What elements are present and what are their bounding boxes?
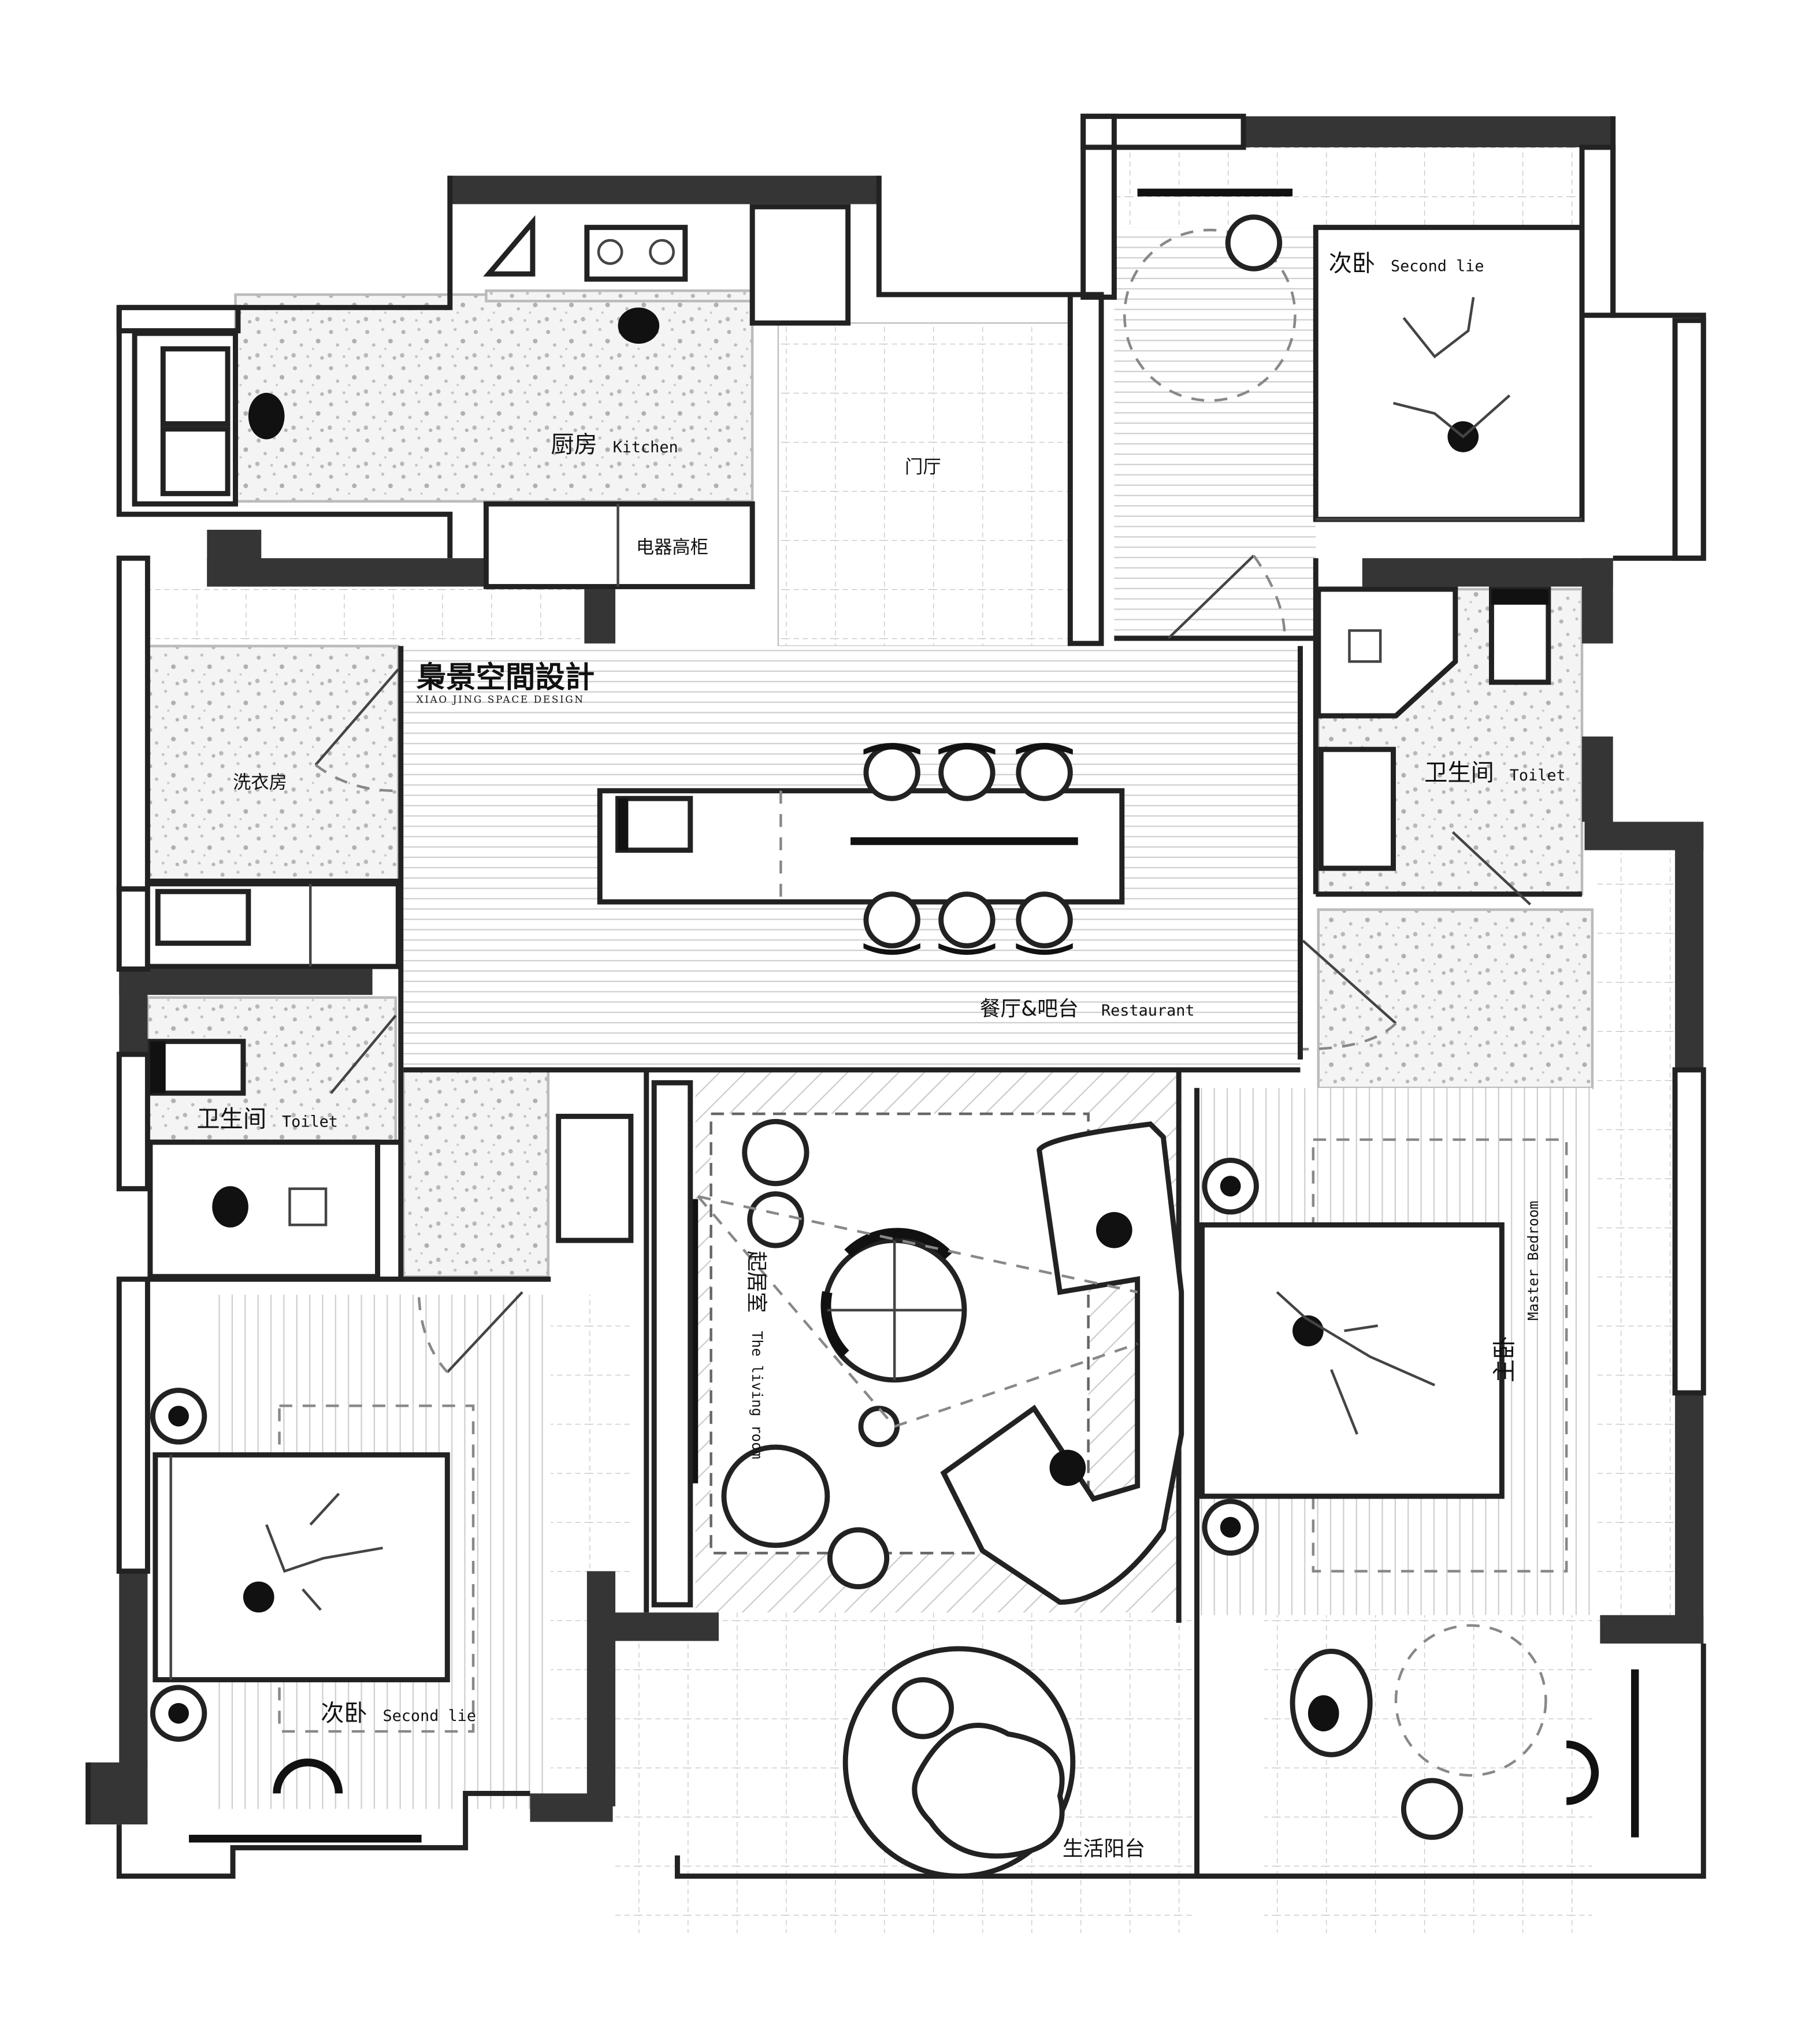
kitchen-floor <box>234 293 754 503</box>
laundry-floor <box>146 645 400 883</box>
master-hall-floor <box>1317 908 1594 1090</box>
person-icon <box>248 392 285 440</box>
master-bedroom-label: 主卧 <box>1491 1336 1518 1383</box>
bar-sink-icon <box>615 795 693 853</box>
side-table-icon <box>1401 1778 1464 1840</box>
toilet-left-label-en: Toilet <box>282 1113 338 1131</box>
side-table-icon <box>858 1406 900 1447</box>
corridor-floor <box>402 1068 549 1278</box>
stool-icon <box>1016 744 1073 801</box>
restaurant-label: 餐厅&吧台 <box>980 997 1079 1021</box>
toilet-left-label: 卫生间 <box>196 1106 266 1132</box>
pouf-icon <box>892 1677 954 1739</box>
ottoman-icon <box>747 1191 804 1248</box>
second-bedroom-bottom-label-en: Second lie <box>382 1707 476 1725</box>
laundry-sink-icon <box>155 889 251 946</box>
top-bedroom-furniture <box>1123 188 1585 640</box>
stool-icon <box>863 891 920 949</box>
entrance-label: 门厅 <box>905 457 941 478</box>
round-rug <box>1123 228 1297 402</box>
ottoman-icon <box>742 1118 809 1187</box>
toilet-right-vanity <box>1318 746 1396 871</box>
living-room-label: 起居室 <box>745 1251 768 1313</box>
stool-icon <box>938 891 996 949</box>
corner-cabinet <box>483 215 536 277</box>
person-icon <box>1049 1449 1086 1486</box>
balcony-label: 生活阳台 <box>1063 1837 1145 1861</box>
restaurant-label-en: Restaurant <box>1101 1002 1195 1020</box>
wall-shelf <box>188 1834 422 1843</box>
person-icon <box>212 1186 248 1228</box>
entrance-floor <box>777 322 1071 647</box>
chair-icon <box>1225 214 1283 272</box>
bottom-bedroom-furniture <box>150 1291 523 1843</box>
lounge-chair <box>721 1444 830 1548</box>
person-icon <box>618 307 660 344</box>
kitchen-fixtures <box>132 204 851 589</box>
wall-shelf <box>1631 1669 1639 1838</box>
second-bedroom-top-label-en: Second lie <box>1391 258 1484 276</box>
person-icon <box>1308 1695 1339 1732</box>
appliance-cabinet-label: 电器高柜 <box>636 537 708 557</box>
floor-drain-icon <box>1348 629 1382 663</box>
kitchen-label-en: Kitchen <box>613 438 678 456</box>
balcony-furniture <box>842 1646 1076 1879</box>
round-rug <box>1394 1624 1547 1777</box>
brand-subtitle: XIAO JING SPACE DESIGN <box>417 694 585 705</box>
brand-logo: 梟景空間設計 XIAO JING SPACE DESIGN <box>416 660 595 705</box>
stool-icon <box>938 744 996 801</box>
toilet-right-fixtures <box>1302 586 1551 1051</box>
top-bed <box>1313 225 1585 522</box>
stool-icon <box>863 744 920 801</box>
walls <box>86 113 1706 1879</box>
dining-area <box>597 743 1125 955</box>
brand-name: 梟景空間設計 <box>416 660 595 695</box>
shelf-line <box>1137 188 1293 196</box>
appliance-cabinet <box>483 501 755 589</box>
person-icon <box>1096 1211 1132 1248</box>
living-room-label-en: The living room <box>749 1331 766 1459</box>
toilet-bowl-icon <box>1489 586 1551 685</box>
laundry-label: 洗衣房 <box>233 772 287 793</box>
cooktop-icon <box>584 225 688 282</box>
floor-drain-icon <box>288 1187 328 1226</box>
toilet-right-label: 卫生间 <box>1424 760 1494 786</box>
toilet-right-label-en: Toilet <box>1510 767 1566 785</box>
bean-chair <box>912 1723 1065 1859</box>
laundry-fixtures <box>144 668 634 1280</box>
top-bedroom-planks <box>1114 227 1316 638</box>
second-bedroom-top-label: 次卧 <box>1329 251 1376 277</box>
second-bedroom-bottom-label: 次卧 <box>321 1700 367 1727</box>
master-bed <box>1199 1222 1505 1499</box>
living-room-furniture <box>651 1080 1184 1608</box>
room-labels: 厨房 Kitchen 门厅 电器高柜 洗衣房 次卧 Second lie 卫生间… <box>196 251 1565 1861</box>
master-bedroom-furniture <box>1199 1138 1639 1840</box>
sink-basin-icon <box>160 346 231 427</box>
person-icon <box>243 1581 274 1613</box>
bottom-bed <box>153 1452 450 1683</box>
kitchen-label: 厨房 <box>551 432 597 458</box>
toilet-left-vanity <box>147 1139 380 1280</box>
stool-icon <box>1016 891 1073 949</box>
shower-area <box>1316 586 1458 719</box>
master-bedroom-label-en: Master Bedroom <box>1525 1201 1542 1321</box>
corridor-sink-counter <box>556 1113 634 1243</box>
counter-edge <box>850 837 1078 845</box>
